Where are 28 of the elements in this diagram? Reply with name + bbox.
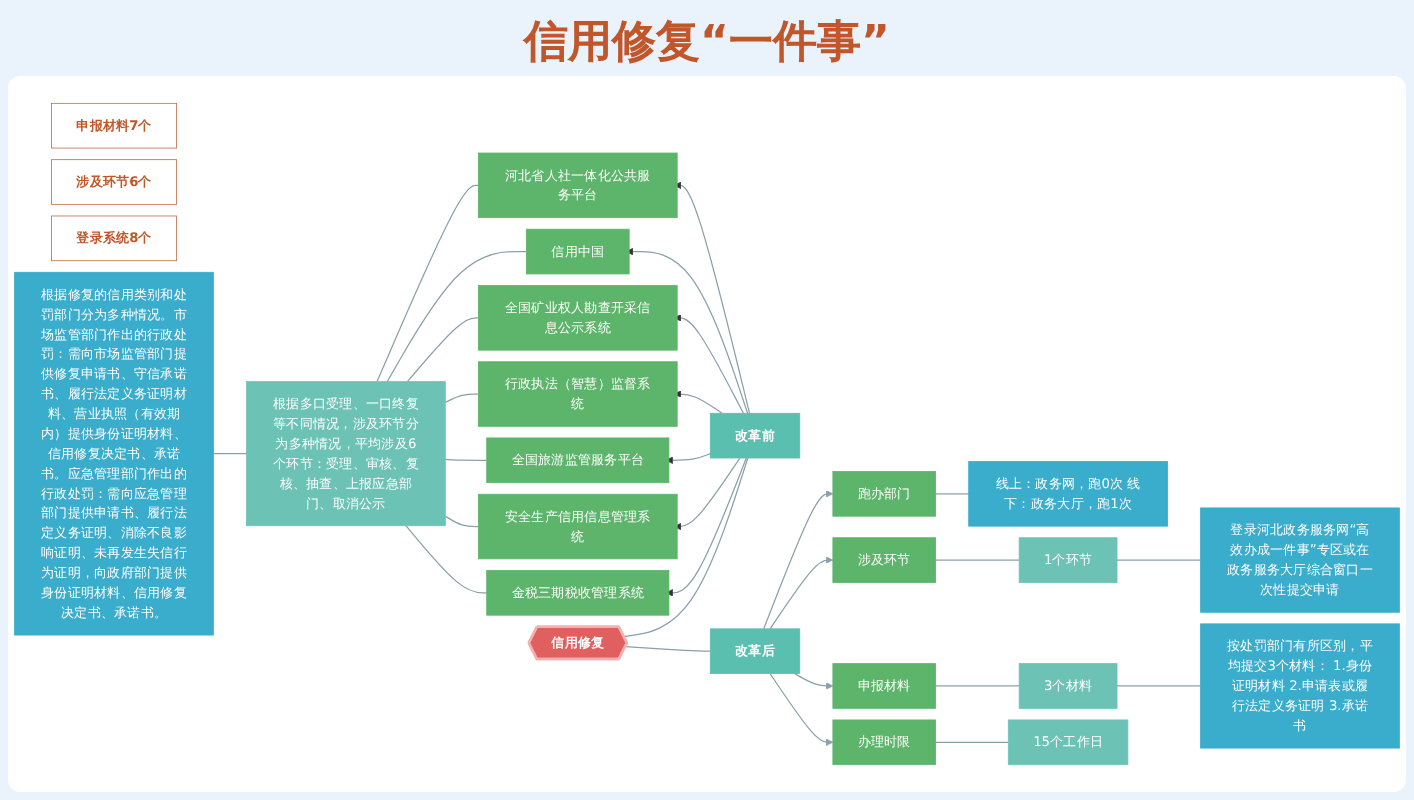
arrow — [673, 181, 751, 414]
connector — [624, 646, 711, 652]
arrow — [769, 672, 834, 746]
connector — [1116, 559, 1202, 561]
connector — [934, 559, 1020, 561]
connector — [934, 741, 1009, 743]
connector — [1116, 685, 1202, 687]
arrow — [665, 457, 747, 597]
arrow — [793, 672, 834, 690]
connector — [444, 458, 488, 461]
arrow — [769, 556, 834, 630]
connector — [934, 493, 970, 495]
connector — [405, 525, 488, 594]
connector — [406, 317, 480, 383]
connector — [444, 393, 480, 404]
connector — [444, 515, 480, 528]
arrow — [763, 490, 834, 630]
connector — [212, 453, 248, 455]
arrow — [673, 390, 723, 414]
diagram-title: 信用修复“一件事” — [524, 16, 890, 72]
arrow — [625, 247, 749, 414]
arrow — [673, 457, 741, 531]
connector — [934, 685, 1020, 687]
connector — [376, 184, 480, 383]
arrow — [673, 314, 744, 414]
connector — [623, 457, 749, 638]
connector — [386, 250, 528, 383]
arrow — [665, 453, 711, 464]
